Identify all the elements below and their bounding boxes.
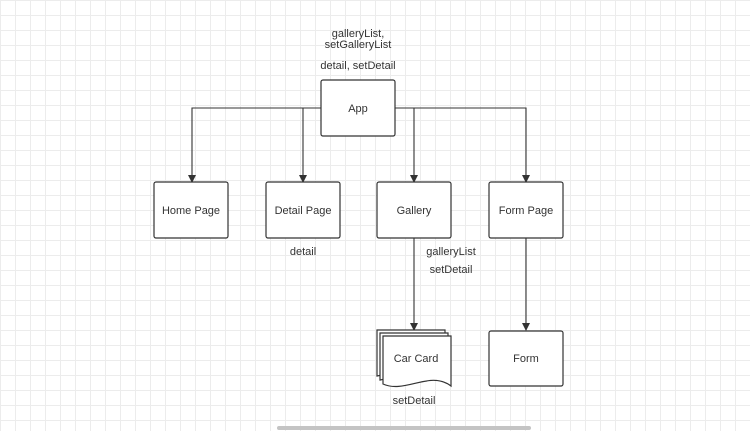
edge-app-form-page [395, 107, 530, 183]
edge-app-detail-page [299, 107, 321, 183]
form-node-label: Form [513, 353, 539, 365]
form-page-node-label: Form Page [499, 205, 553, 217]
gallery-node-label: Gallery [397, 205, 432, 217]
form-node[interactable]: Form [488, 330, 564, 387]
detail-page-node-label: Detail Page [275, 205, 332, 217]
car-card-prop-label: setDetail [393, 395, 436, 407]
app-state-label-line1: galleryList, [332, 28, 385, 40]
gallery-prop-label-line2: setDetail [430, 264, 473, 276]
detail-page-node[interactable]: Detail Page [265, 181, 341, 239]
gallery-prop-label-line1: galleryList [426, 246, 476, 258]
app-node[interactable]: App [320, 79, 396, 137]
app-state-label-line2: setGalleryList [325, 39, 392, 51]
edge-app-gallery [395, 107, 418, 183]
detail-page-prop-label: detail [290, 246, 316, 258]
car-card-node[interactable]: Car Card [376, 329, 452, 388]
horizontal-scrollbar[interactable] [277, 426, 531, 430]
app-state-label-line3: detail, setDetail [320, 60, 395, 72]
car-card-node-label: Car Card [394, 353, 439, 365]
edge-app-home-page [188, 107, 321, 183]
gallery-node[interactable]: Gallery [376, 181, 452, 239]
form-page-node[interactable]: Form Page [488, 181, 564, 239]
app-node-label: App [348, 103, 368, 115]
home-page-node-label: Home Page [162, 205, 220, 217]
home-page-node[interactable]: Home Page [153, 181, 229, 239]
